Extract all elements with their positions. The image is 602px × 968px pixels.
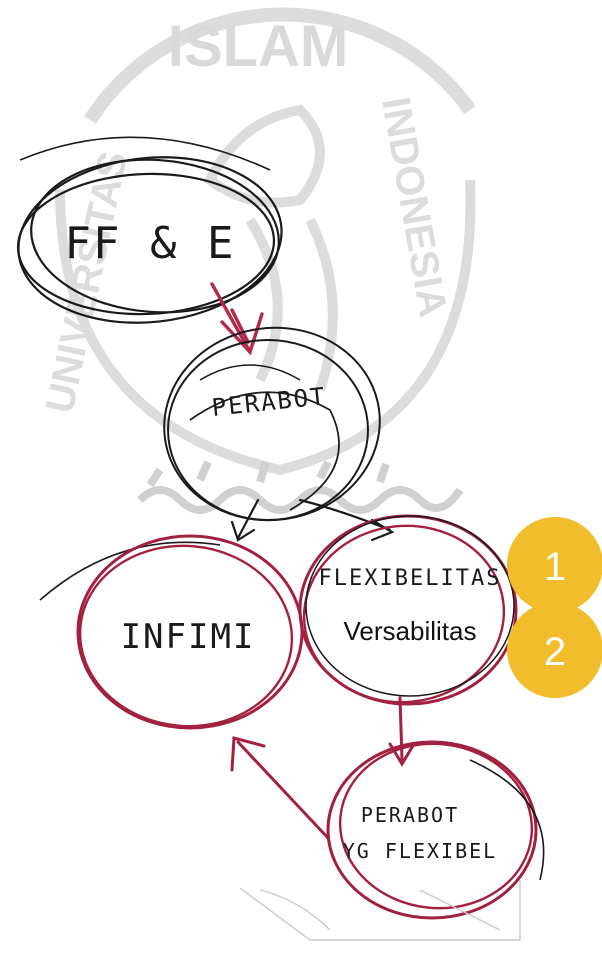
node-perabot-flexibel [326,740,545,920]
node-flexibelitas-typed-label: Versabilitas [344,616,477,646]
node-ffe-label: FF & E [65,218,236,269]
badge-1: 1 [507,517,602,613]
watermark-stem [245,217,338,392]
arrow-perabot-flexibel-to-infimi [230,736,330,840]
watermark-flame [203,104,325,208]
node-flexibelitas-label: FLEXIBELITAS [319,566,502,591]
node-perabot-label: PERABOT [210,382,327,422]
watermark-emblem [55,179,476,476]
node-infimi-label: INFIMI [121,617,256,657]
arrow-ffe-to-perabot [210,282,264,356]
node-ffe [16,136,283,324]
node-flexibelitas [298,514,518,706]
node-perabot-flexibel-label-line2: YG FLEXIBEL [343,839,497,863]
arrow-flexibelitas-to-perabot-flexibel [388,696,416,767]
arrow-perabot-to-infimi [230,498,260,542]
watermark-top-arc [84,7,476,124]
arrow-perabot-to-flexibelitas [298,498,395,542]
watermark-top-text: ISLAM [168,14,348,79]
paper-fold [239,880,521,941]
watermark-right-text: INDONESIA [373,94,455,321]
node-perabot-flexibel-label-line1: PERABOT [361,803,459,827]
badge-1-label: 1 [544,545,566,589]
badge-2: 2 [507,602,602,698]
node-perabot [163,326,381,522]
badge-2-label: 2 [544,630,566,674]
university-watermark [55,7,476,476]
